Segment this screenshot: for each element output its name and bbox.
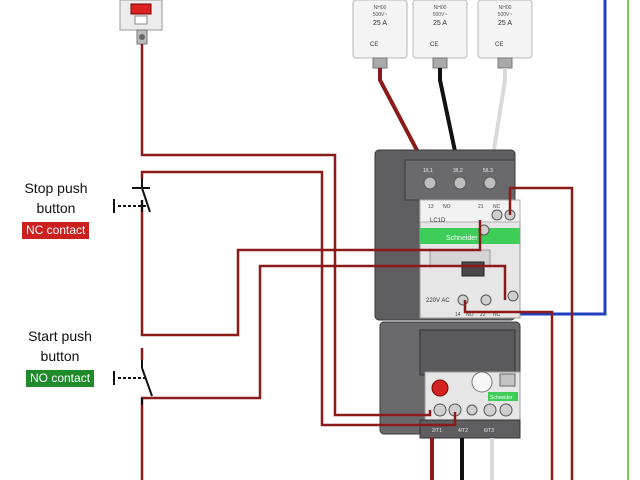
terminal-l1: 1/L1 [423,168,433,174]
fuse-3: NH00 500V~ 25 A CE [477,0,533,69]
fuse-1: NH00 500V~ 25 A CE [352,0,408,69]
contactor-brand-strip [420,228,520,244]
start-label-line1: Start push [28,328,92,344]
aux-top-nc: NC [493,204,501,210]
stop-label-line1: Stop push [24,180,88,196]
no-contact-badge: NO contact [26,370,95,387]
nc-contact-badge: NC contact [22,222,90,239]
aux-top-13: 13 [428,204,434,210]
fuse-1-mark: CE [370,42,378,48]
fuse-1-voltage: 500V~ [373,12,388,18]
start-label-line2: button [40,348,80,364]
coil-voltage: 220V AC [426,298,450,304]
aux-bot-22: 22 [480,312,486,318]
fuse-3-code: NH00 [499,5,512,11]
aux-top-no: NO [443,204,451,210]
terminal-t1: 2/T1 [432,428,442,434]
contactor: 1/L1 3/L2 5/L3 13 NO 21 NC LC1D Schneide… [374,149,521,321]
contactor-model: LC1D [430,218,446,224]
overload-relay: Schneider 2/T1 4/T2 6/T3 [379,321,521,439]
reset-button-icon [431,379,449,397]
fuse-1-code: NH00 [374,5,387,11]
fuse-3-voltage: 500V~ [498,12,513,18]
relay-brand: Schneider [490,395,513,401]
fuse-1-rating: 25 A [373,20,387,27]
fuse-2-mark: CE [430,42,438,48]
stop-label-line2: button [36,200,76,216]
control-wiring [140,44,574,480]
aux-bot-14: 14 [455,312,461,318]
start-button-symbol [113,360,153,405]
aux-top-21: 21 [478,204,484,210]
phase-wire-l2 [438,68,462,176]
aux-bot-no: NO [466,312,474,318]
relay-brand-strip [488,392,518,401]
terminal-t2: 4/T2 [458,428,468,434]
phase-wire-l3 [488,68,507,176]
aux-bot-nc: NC [493,312,501,318]
fuse-2: NH00 500V~ 25 A CE [412,0,468,69]
terminal-t3: 6/T3 [484,428,494,434]
fuse-3-rating: 25 A [498,20,512,27]
fuse-3-mark: CE [495,42,503,48]
terminal-l2: 3/L2 [453,168,463,174]
stop-button-symbol [113,178,151,213]
fuse-2-voltage: 500V~ [433,12,448,18]
terminal-l3: 5/L3 [483,168,493,174]
phase-wire-l1 [378,68,432,176]
fuse-2-code: NH00 [434,5,447,11]
fuse-2-rating: 25 A [433,20,447,27]
contactor-brand: Schneider [446,235,478,242]
circuit-breaker [119,0,163,45]
